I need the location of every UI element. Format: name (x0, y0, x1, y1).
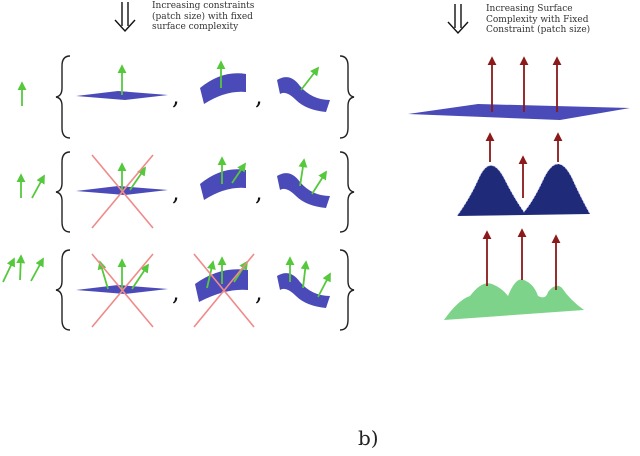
right-caption: Increasing Surface Complexity with Fixed… (486, 4, 591, 35)
down-double-arrow-icon-right (447, 4, 469, 35)
down-double-arrow-icon-left (114, 2, 136, 33)
panel-label: b) (358, 426, 379, 450)
normal-indicator-row-2 (16, 173, 45, 199)
brace-right-row-2 (339, 151, 355, 233)
three-bump-surface (444, 228, 584, 320)
brace-left-row-2 (55, 151, 71, 233)
separator-commas: , , , , , , (172, 82, 263, 306)
wavy-patch-row-1 (277, 66, 330, 112)
two-bump-surface (456, 132, 591, 217)
separator-comma: , (172, 82, 180, 110)
brace-left-row-3 (55, 249, 71, 331)
brace-right-row-3 (339, 249, 355, 331)
flat-plane (408, 56, 630, 120)
curved-patch-row-2 (200, 156, 247, 200)
brace-left-row-1 (55, 55, 71, 139)
left-caption: Increasing constraints (patch size) with… (152, 1, 255, 32)
flat-patch-row-1 (76, 64, 168, 100)
separator-comma: , (172, 278, 180, 306)
brace-right-row-1 (339, 55, 355, 139)
separator-comma: , (255, 82, 263, 110)
cross-mark-row-3-curved (193, 253, 255, 328)
separator-comma: , (255, 278, 263, 306)
separator-comma: , (255, 178, 263, 206)
cross-mark-row-3-flat (91, 253, 154, 328)
cross-mark-row-2-flat (91, 154, 154, 229)
wavy-patch-row-3 (277, 256, 331, 308)
curved-patch-row-1 (200, 60, 246, 104)
normal-indicator-row-3 (2, 254, 44, 283)
separator-comma: , (172, 178, 180, 206)
wavy-patch-row-2 (277, 158, 330, 208)
